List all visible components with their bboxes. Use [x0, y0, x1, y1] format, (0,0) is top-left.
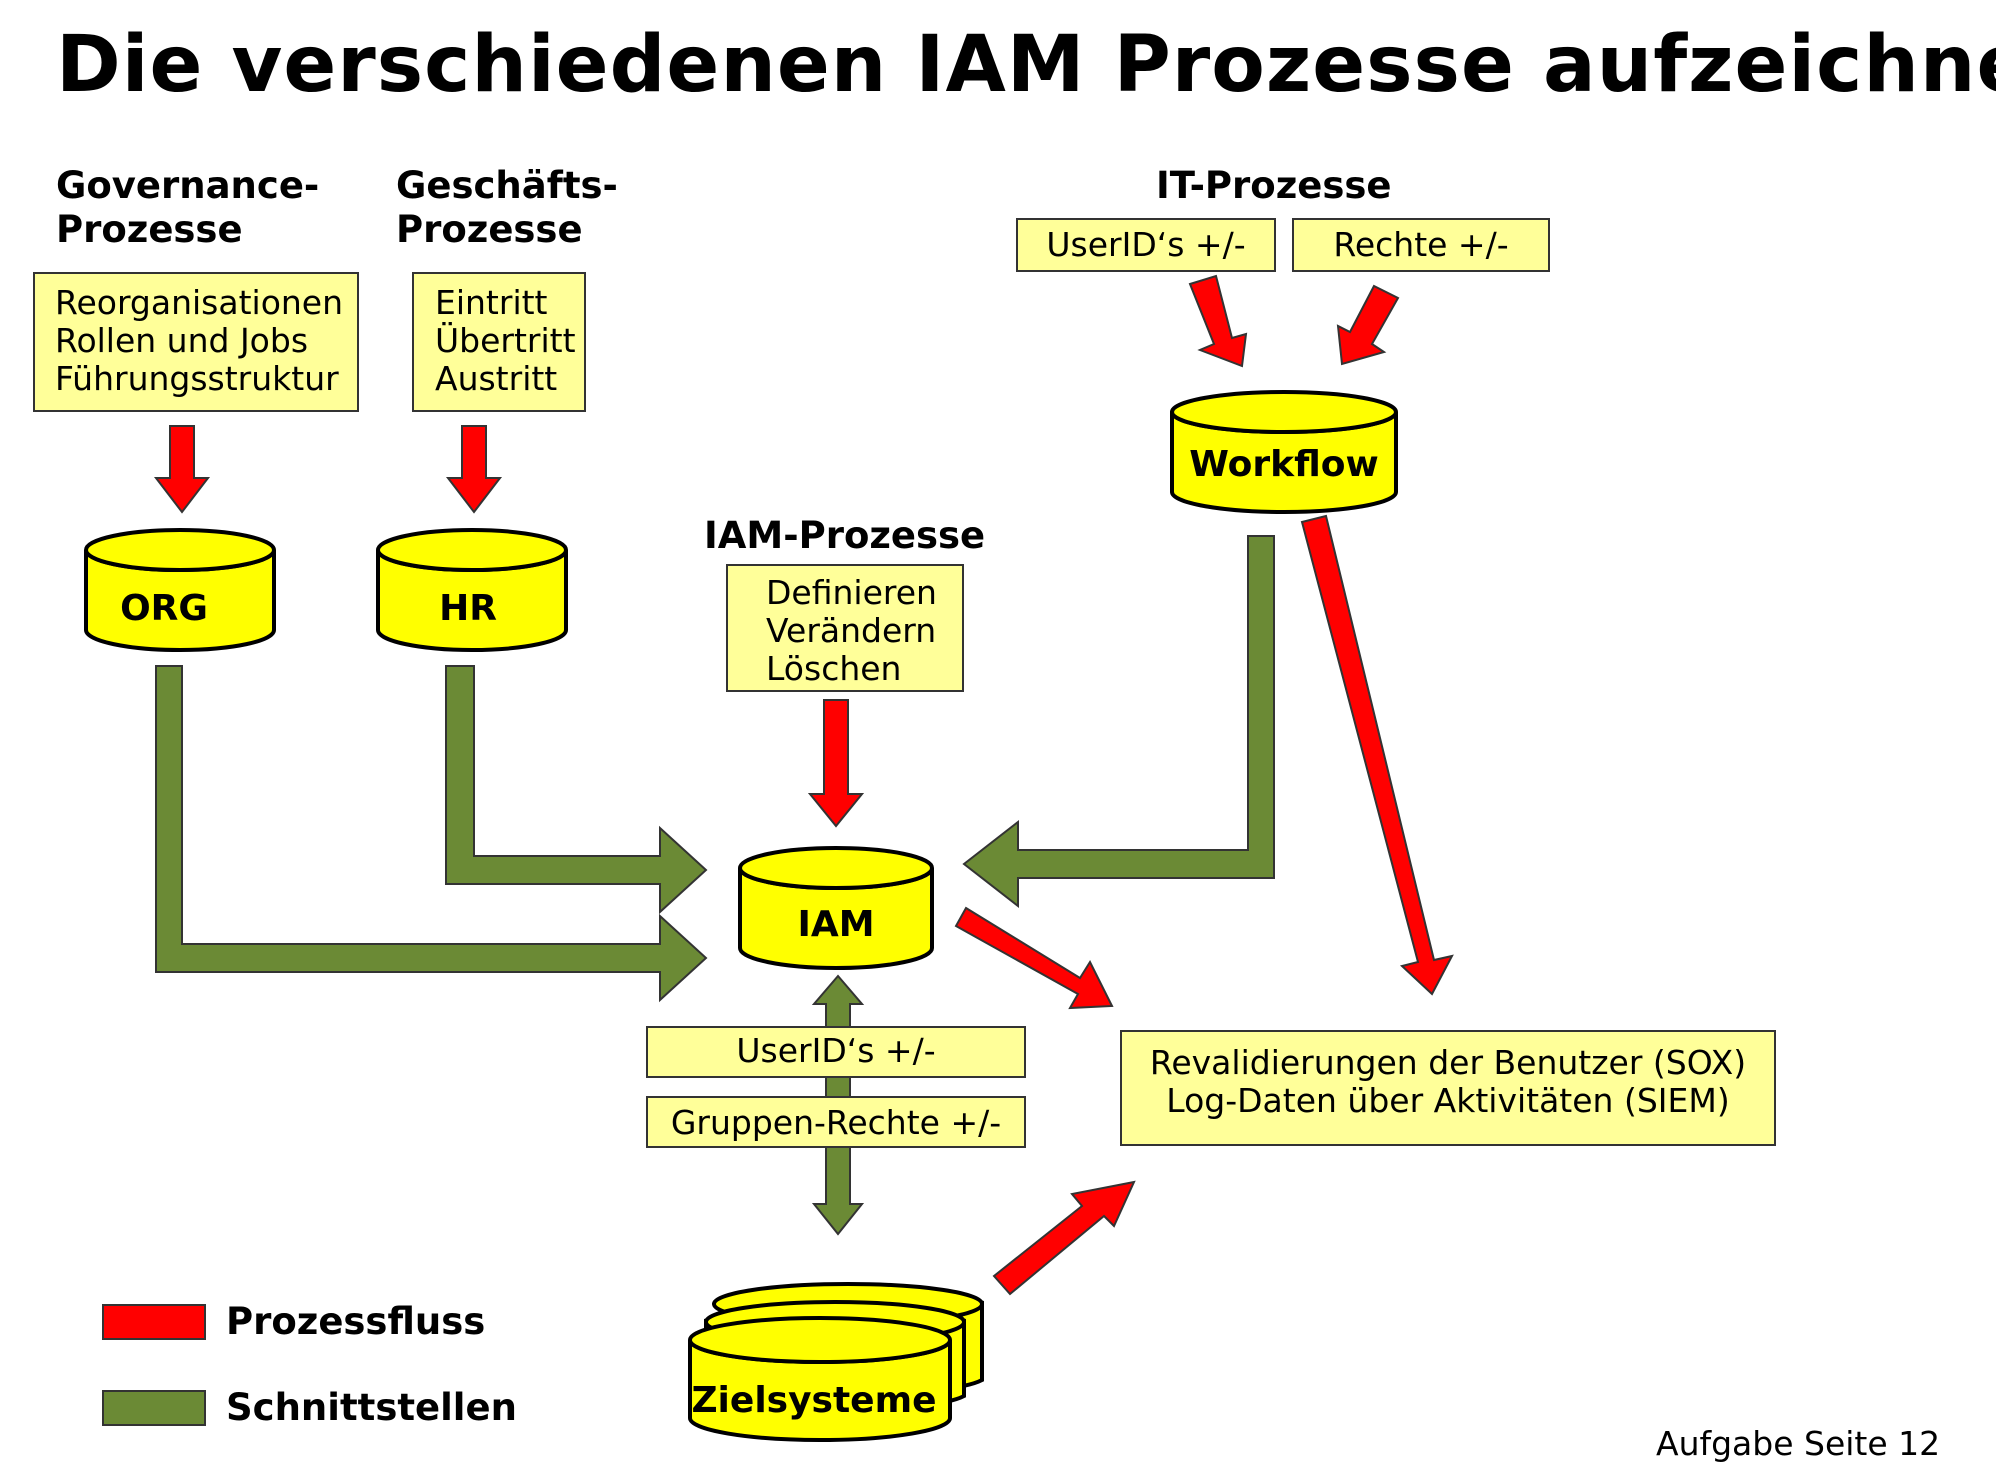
workflow-label: Workflow — [1189, 444, 1379, 485]
hr-database — [376, 528, 568, 652]
governance-item-1: Reorganisationen — [55, 283, 344, 322]
page-title: Die verschiedenen IAM Prozesse aufzeichn… — [56, 20, 1996, 110]
business-heading-line-2: Prozesse — [396, 208, 583, 251]
it-rights-box: Rechte +/- — [1292, 218, 1550, 272]
org-label: ORG — [120, 588, 208, 629]
iam-process-box: Definieren Verändern Löschen — [726, 564, 964, 692]
legend-interfaces-label: Schnittstellen — [226, 1386, 517, 1429]
governance-item-2: Rollen und Jobs — [55, 321, 309, 360]
legend-process-flow-swatch — [102, 1304, 206, 1340]
business-item-2: Übertritt — [435, 321, 576, 360]
userids-to-workflow-arrow — [1188, 274, 1248, 368]
target-systems-label: Zielsysteme — [691, 1380, 936, 1421]
sync-userids-box: UserID‘s +/- — [646, 1026, 1026, 1078]
legend-process-flow-label: Prozessfluss — [226, 1300, 486, 1343]
iam-process-item-2: Verändern — [766, 611, 937, 650]
business-to-hr-arrow — [445, 425, 503, 514]
targets-to-audit-arrow — [992, 1180, 1136, 1296]
legend-interfaces-swatch — [102, 1390, 206, 1426]
footer-page-reference: Aufgabe Seite 12 — [1656, 1424, 1941, 1463]
sync-groups-box: Gruppen-Rechte +/- — [646, 1096, 1026, 1148]
business-heading-line-1: Geschäfts- — [396, 164, 618, 207]
iam-process-item-1: Definieren — [766, 573, 937, 612]
governance-item-3: Führungsstruktur — [55, 359, 339, 398]
it-userids-box: UserID‘s +/- — [1016, 218, 1276, 272]
business-heading: Geschäfts- Prozesse — [396, 164, 618, 252]
business-box: Eintritt Übertritt Austritt — [412, 272, 586, 412]
workflow-database — [1170, 390, 1398, 514]
business-item-3: Austritt — [435, 359, 558, 398]
hr-label: HR — [439, 588, 497, 629]
hr-to-iam-arrow — [445, 665, 708, 915]
iam-process-to-iam-arrow — [807, 699, 865, 828]
governance-heading-line-2: Prozesse — [56, 208, 243, 251]
iam-to-audit-arrow — [954, 906, 1114, 1010]
audit-box: Revalidierungen der Benutzer (SOX) Log-D… — [1120, 1030, 1776, 1146]
it-heading: IT-Prozesse — [1156, 164, 1392, 207]
governance-to-org-arrow — [153, 425, 211, 514]
governance-heading: Governance- Prozesse — [56, 164, 319, 252]
governance-heading-line-1: Governance- — [56, 164, 320, 207]
process-flow-arrows — [153, 274, 1454, 1296]
workflow-to-audit-arrow — [1300, 514, 1454, 996]
audit-item-1: Revalidierungen der Benutzer (SOX) — [1149, 1043, 1747, 1082]
business-item-1: Eintritt — [435, 283, 548, 322]
iam-database — [738, 846, 934, 970]
iam-label: IAM — [797, 904, 874, 945]
target-systems-database — [688, 1282, 984, 1442]
rights-to-workflow-arrow — [1336, 284, 1400, 366]
iam-heading: IAM-Prozesse — [704, 514, 986, 557]
iam-process-item-3: Löschen — [766, 649, 902, 688]
audit-item-2: Log-Daten über Aktivitäten (SIEM) — [1166, 1081, 1730, 1120]
workflow-to-iam-arrow — [962, 535, 1275, 909]
governance-box: Reorganisationen Rollen und Jobs Führung… — [33, 272, 359, 412]
org-database — [84, 528, 276, 652]
org-to-iam-arrow — [155, 665, 708, 1003]
